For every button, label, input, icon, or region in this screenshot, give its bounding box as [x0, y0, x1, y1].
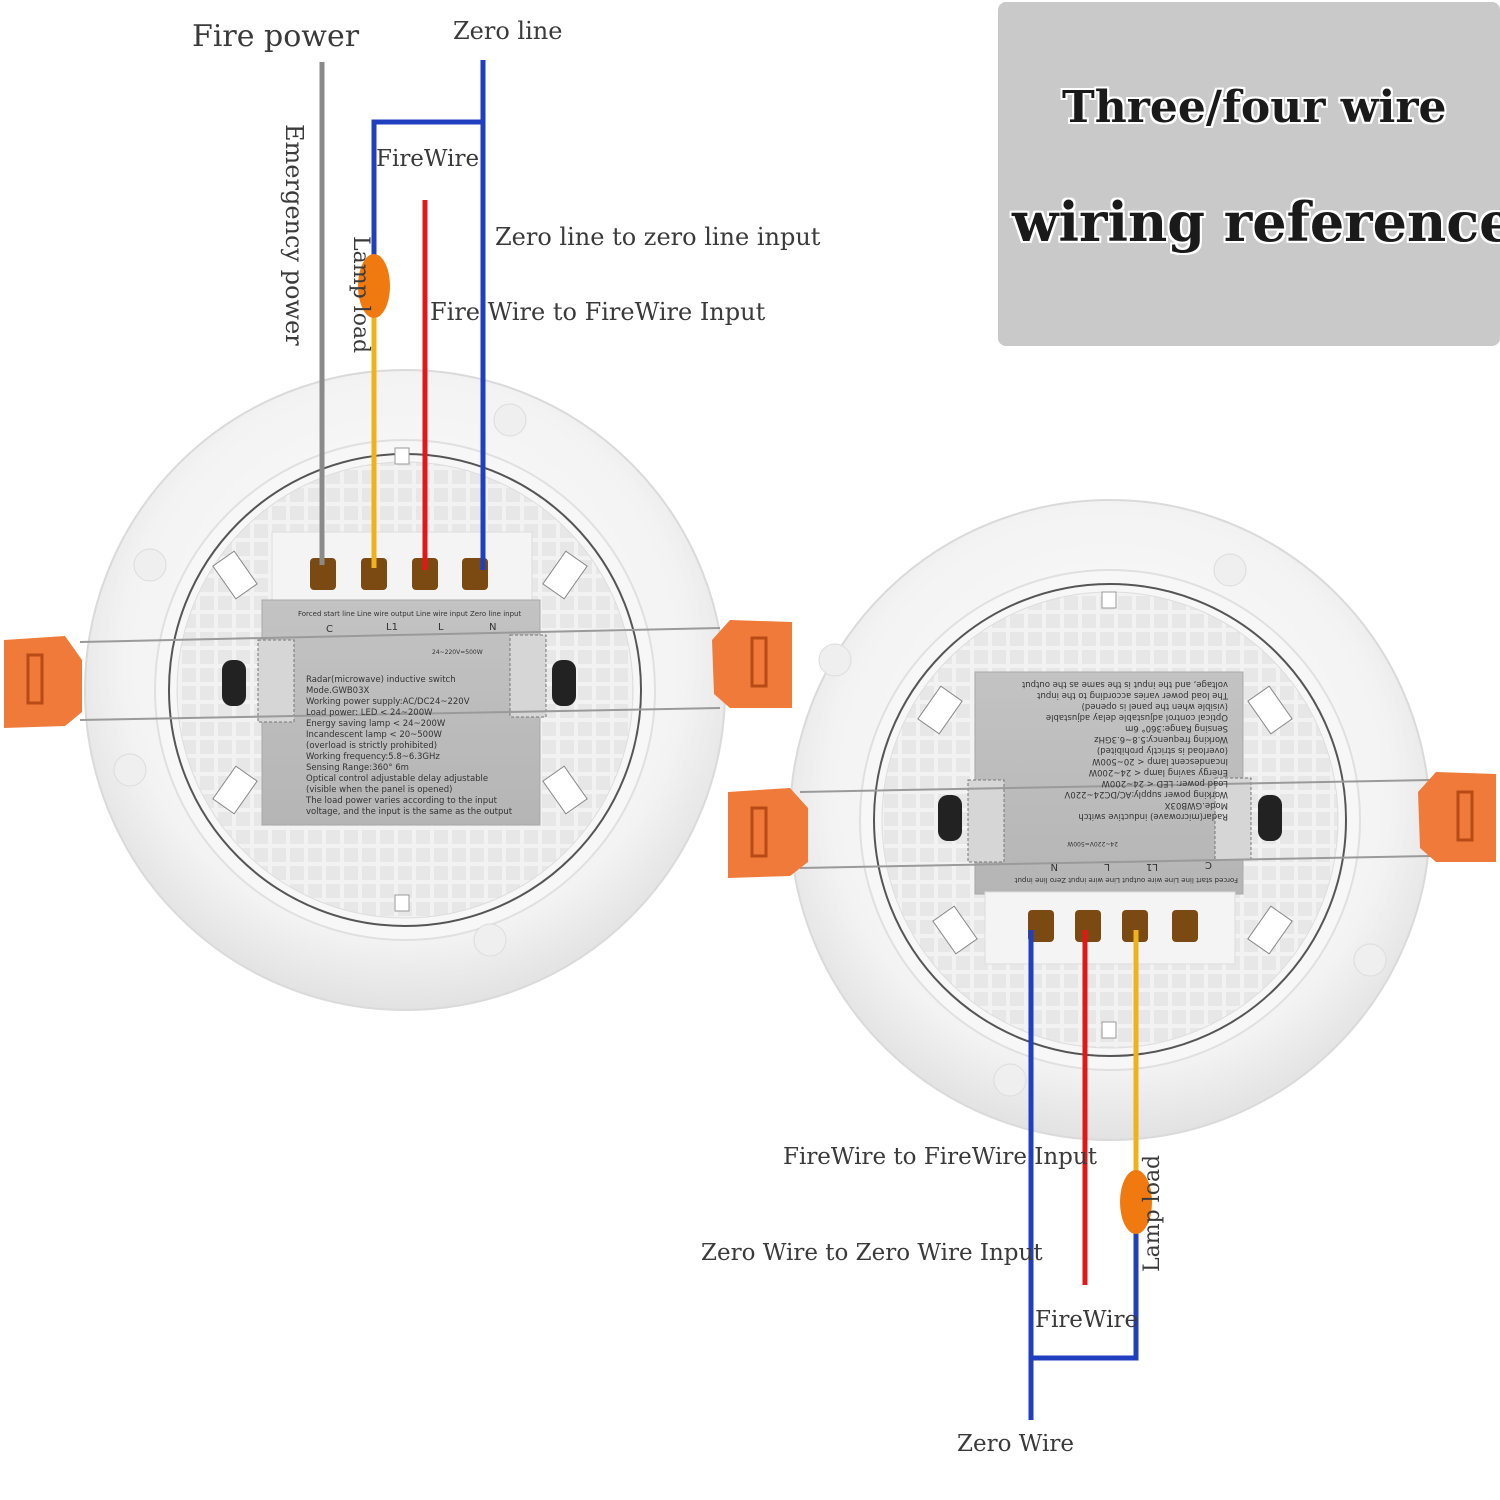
emergency-power-label: Emergency power — [280, 124, 308, 346]
top-terminal-l1: L1 — [386, 622, 398, 633]
top-spec-lines: Radar(microwave) inductive switchMode.GW… — [305, 675, 513, 817]
bottom-terminal-l: L — [1104, 861, 1110, 872]
bottom-sensor-header: Forced start line Line wire output Line … — [1015, 876, 1238, 884]
bottom-spec-line: Energy saving lamp < 24~200W — [1088, 767, 1228, 777]
top-spec-line: Mode.GWB03X — [306, 686, 369, 696]
top-spec-line: Energy saving lamp < 24~200W — [306, 719, 446, 729]
top-spec-line: (visible when the panel is opened) — [306, 785, 452, 795]
bottom-left-clip — [728, 788, 808, 878]
bottom-spec-line: (visible when the panel is opened) — [1082, 701, 1228, 711]
bottom-spec-line: Working power supply:AC/DC24~220V — [1064, 789, 1228, 799]
bottom-firewire-label: FireWire — [1035, 1307, 1139, 1333]
bottom-spec-line: Optical control adjustable delay adjusta… — [1046, 712, 1228, 722]
bottom-terminal-c: C — [1205, 859, 1212, 870]
bottom-spec-lines: Radar(microwave) inductive switchMode.GW… — [1021, 679, 1229, 821]
top-terminal-l: L — [438, 622, 444, 633]
bottom-fire-to-fire-label: FireWire to FireWire Input — [783, 1144, 1097, 1170]
zero-wire-label: Zero Wire — [957, 1431, 1074, 1457]
top-spec-line: The load power varies according to the i… — [305, 796, 498, 806]
top-spec-line: Working frequency:5.8~6.3GHz — [306, 752, 440, 762]
top-terminal-block — [271, 531, 533, 605]
top-lamp-load — [358, 254, 390, 318]
bottom-spec-line: Load power: LED < 24~200W — [1101, 778, 1228, 788]
bottom-spec-line: (overload is strictly prohibited) — [1097, 745, 1228, 755]
title-line-1: Three/four wire — [1062, 82, 1447, 133]
top-wires — [319, 60, 486, 570]
top-fire-to-fire-label: Fire Wire to FireWire Input — [430, 298, 766, 326]
bottom-lamp-load-label: Lamp load — [1140, 1154, 1165, 1272]
top-firewire-label: FireWire — [376, 146, 480, 172]
bottom-voltage-tag: 24~220V=500W — [1067, 840, 1118, 847]
zero-line-label: Zero line — [453, 17, 563, 45]
bottom-terminal-l1: L1 — [1146, 861, 1158, 872]
top-voltage-tag: 24~220V=500W — [432, 649, 483, 656]
bottom-spec-line: The load power varies according to the i… — [1036, 690, 1229, 700]
bottom-sensor-label: Forced start line Line wire output Line … — [1015, 679, 1238, 884]
bottom-downlight — [728, 499, 1496, 1141]
bottom-zero-to-zero-label: Zero Wire to Zero Wire Input — [701, 1240, 1043, 1266]
bottom-spec-line: Working frequency:5.8~6.3GHz — [1094, 734, 1228, 744]
top-zero-wire — [371, 60, 486, 258]
top-sensor-header: Forced start line Line wire output Line … — [298, 610, 521, 618]
bottom-spec-line: voltage, and the input is the same as th… — [1021, 679, 1228, 689]
bottom-spec-line: Incandescent lamp < 20~500W — [1092, 756, 1228, 766]
bottom-spec-line: Mode.GWB03X — [1165, 800, 1228, 810]
top-spec-line: Sensing Range:360° 6m — [306, 763, 409, 773]
top-spec-line: Incandescent lamp < 20~500W — [306, 730, 442, 740]
top-spec-line: Working power supply:AC/DC24~220V — [306, 697, 470, 707]
top-downlight — [4, 369, 792, 1011]
top-spec-line: (overload is strictly prohibited) — [306, 741, 437, 751]
top-spec-line: Load power: LED < 24~200W — [306, 708, 433, 718]
top-spec-line: Radar(microwave) inductive switch — [306, 675, 456, 685]
fire-power-label: Fire power — [192, 19, 360, 54]
bottom-spec-line: Sensing Range:360° 6m — [1125, 723, 1228, 733]
bottom-wires — [1028, 930, 1152, 1420]
bottom-terminal-n: N — [1051, 861, 1058, 872]
top-spec-line: Optical control adjustable delay adjusta… — [306, 774, 488, 784]
top-terminal-n: N — [489, 622, 496, 633]
top-zero-to-zero-label: Zero line to zero line input — [495, 223, 821, 251]
top-spec-line: voltage, and the input is the same as th… — [306, 807, 513, 817]
title-panel — [998, 2, 1500, 346]
bottom-lamp-load — [1120, 1170, 1152, 1234]
top-terminal-c: C — [326, 624, 333, 635]
top-lamp-load-label: Lamp load — [348, 236, 373, 354]
bottom-spec-line: Radar(microwave) inductive switch — [1078, 811, 1228, 821]
title-line-2: wiring reference — [1012, 190, 1500, 254]
bottom-sensor-module — [974, 671, 1244, 895]
top-sensor-label: Forced start line Line wire output Line … — [298, 610, 521, 817]
